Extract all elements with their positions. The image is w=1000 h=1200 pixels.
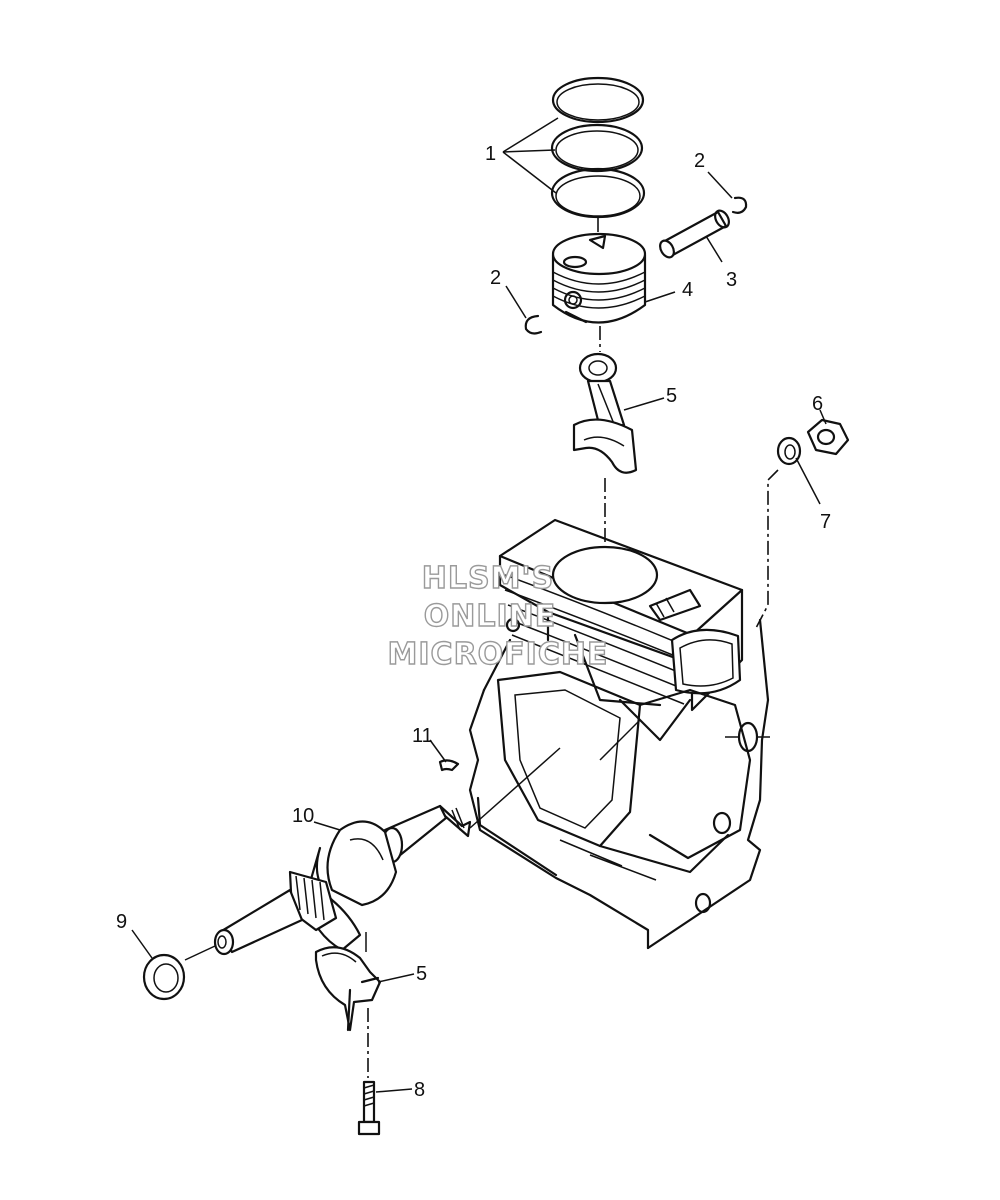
callout-5-upper: 5 — [666, 385, 677, 407]
callout-6: 6 — [812, 393, 823, 415]
callout-9: 9 — [116, 911, 127, 933]
axis-line-seal — [184, 945, 216, 961]
leader-lines — [131, 117, 827, 1093]
axis-line-crank — [469, 747, 561, 829]
callout-10: 10 — [292, 805, 314, 827]
connecting-rod — [572, 352, 638, 474]
watermark-line-2: ONLINE — [424, 599, 557, 634]
watermark-line-3: MICROFICHE — [388, 637, 609, 672]
callout-5-lower: 5 — [416, 963, 427, 985]
watermark-line-1: HLSM'S — [422, 561, 554, 596]
callout-4: 4 — [682, 279, 693, 301]
callout-11: 11 — [412, 725, 433, 747]
circlip-right — [731, 196, 748, 214]
lock-washer — [776, 436, 802, 466]
callout-7: 7 — [820, 511, 831, 533]
piston-rings — [550, 76, 646, 219]
woodruff-key — [438, 759, 460, 772]
piston — [551, 232, 647, 324]
callout-3: 3 — [726, 269, 737, 291]
nut — [806, 418, 850, 456]
callout-8: 8 — [414, 1079, 425, 1101]
callout-2-left: 2 — [490, 267, 501, 289]
axis-line-stud — [754, 469, 779, 631]
callout-1: 1 — [485, 143, 496, 165]
connecting-rod-cap — [314, 946, 382, 1032]
crankshaft — [213, 804, 472, 956]
crankcase-block — [468, 518, 770, 950]
cap-bolt — [357, 1080, 381, 1136]
watermark: HLSM'S ONLINE MICROFICHE — [387, 560, 609, 672]
callout-2-right: 2 — [694, 150, 705, 172]
oil-seal — [142, 953, 186, 1001]
piston-pin — [659, 209, 730, 259]
circlip-left — [524, 314, 543, 335]
